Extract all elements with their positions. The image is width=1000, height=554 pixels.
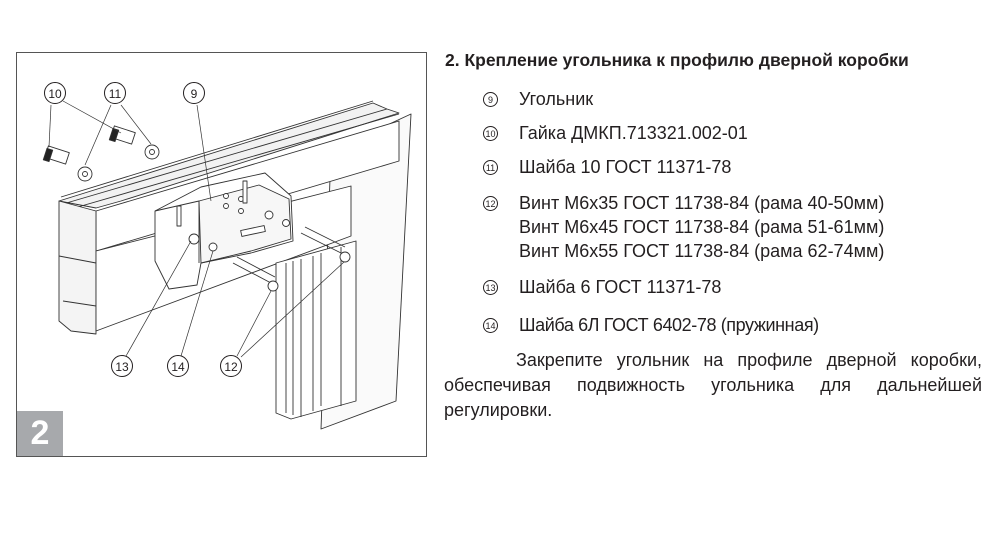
part-number: 14 xyxy=(483,318,498,333)
part-label: Винт М6х45 ГОСТ 11738-84 (рама 51-61мм) xyxy=(519,217,885,237)
callout-9: 9 xyxy=(183,82,205,104)
part-label: Гайка ДМКП.713321.002-01 xyxy=(519,123,748,143)
callout-14: 14 xyxy=(167,355,189,377)
part-label: Шайба 6Л ГОСТ 6402-78 (пружинная) xyxy=(519,315,819,335)
callout-12: 12 xyxy=(220,355,242,377)
section-title: 2. Крепление угольника к профилю дверной… xyxy=(445,50,909,70)
instruction-paragraph: Закрепите угольник на профиле дверной ко… xyxy=(444,350,982,420)
part-number: 13 xyxy=(483,280,498,295)
part-number: 11 xyxy=(483,160,498,175)
part-label: Угольник xyxy=(519,89,594,109)
callout-10: 10 xyxy=(44,82,66,104)
callout-11: 11 xyxy=(104,82,126,104)
part-label: Винт М6х55 ГОСТ 11738-84 (рама 62-74мм) xyxy=(519,241,885,261)
step-badge: 2 xyxy=(17,411,63,456)
part-number: 10 xyxy=(483,126,498,141)
part-label: Шайба 6 ГОСТ 11371-78 xyxy=(519,277,722,297)
part-label: Шайба 10 ГОСТ 11371-78 xyxy=(519,157,732,177)
part-number: 9 xyxy=(483,92,498,107)
callout-13: 13 xyxy=(111,355,133,377)
assembly-drawing xyxy=(42,100,412,430)
part-number: 12 xyxy=(483,196,498,211)
part-label: Винт М6х35 ГОСТ 11738-84 (рама 40-50мм) xyxy=(519,193,885,213)
assembly-figure: 10 11 9 13 14 12 2 xyxy=(16,52,427,457)
